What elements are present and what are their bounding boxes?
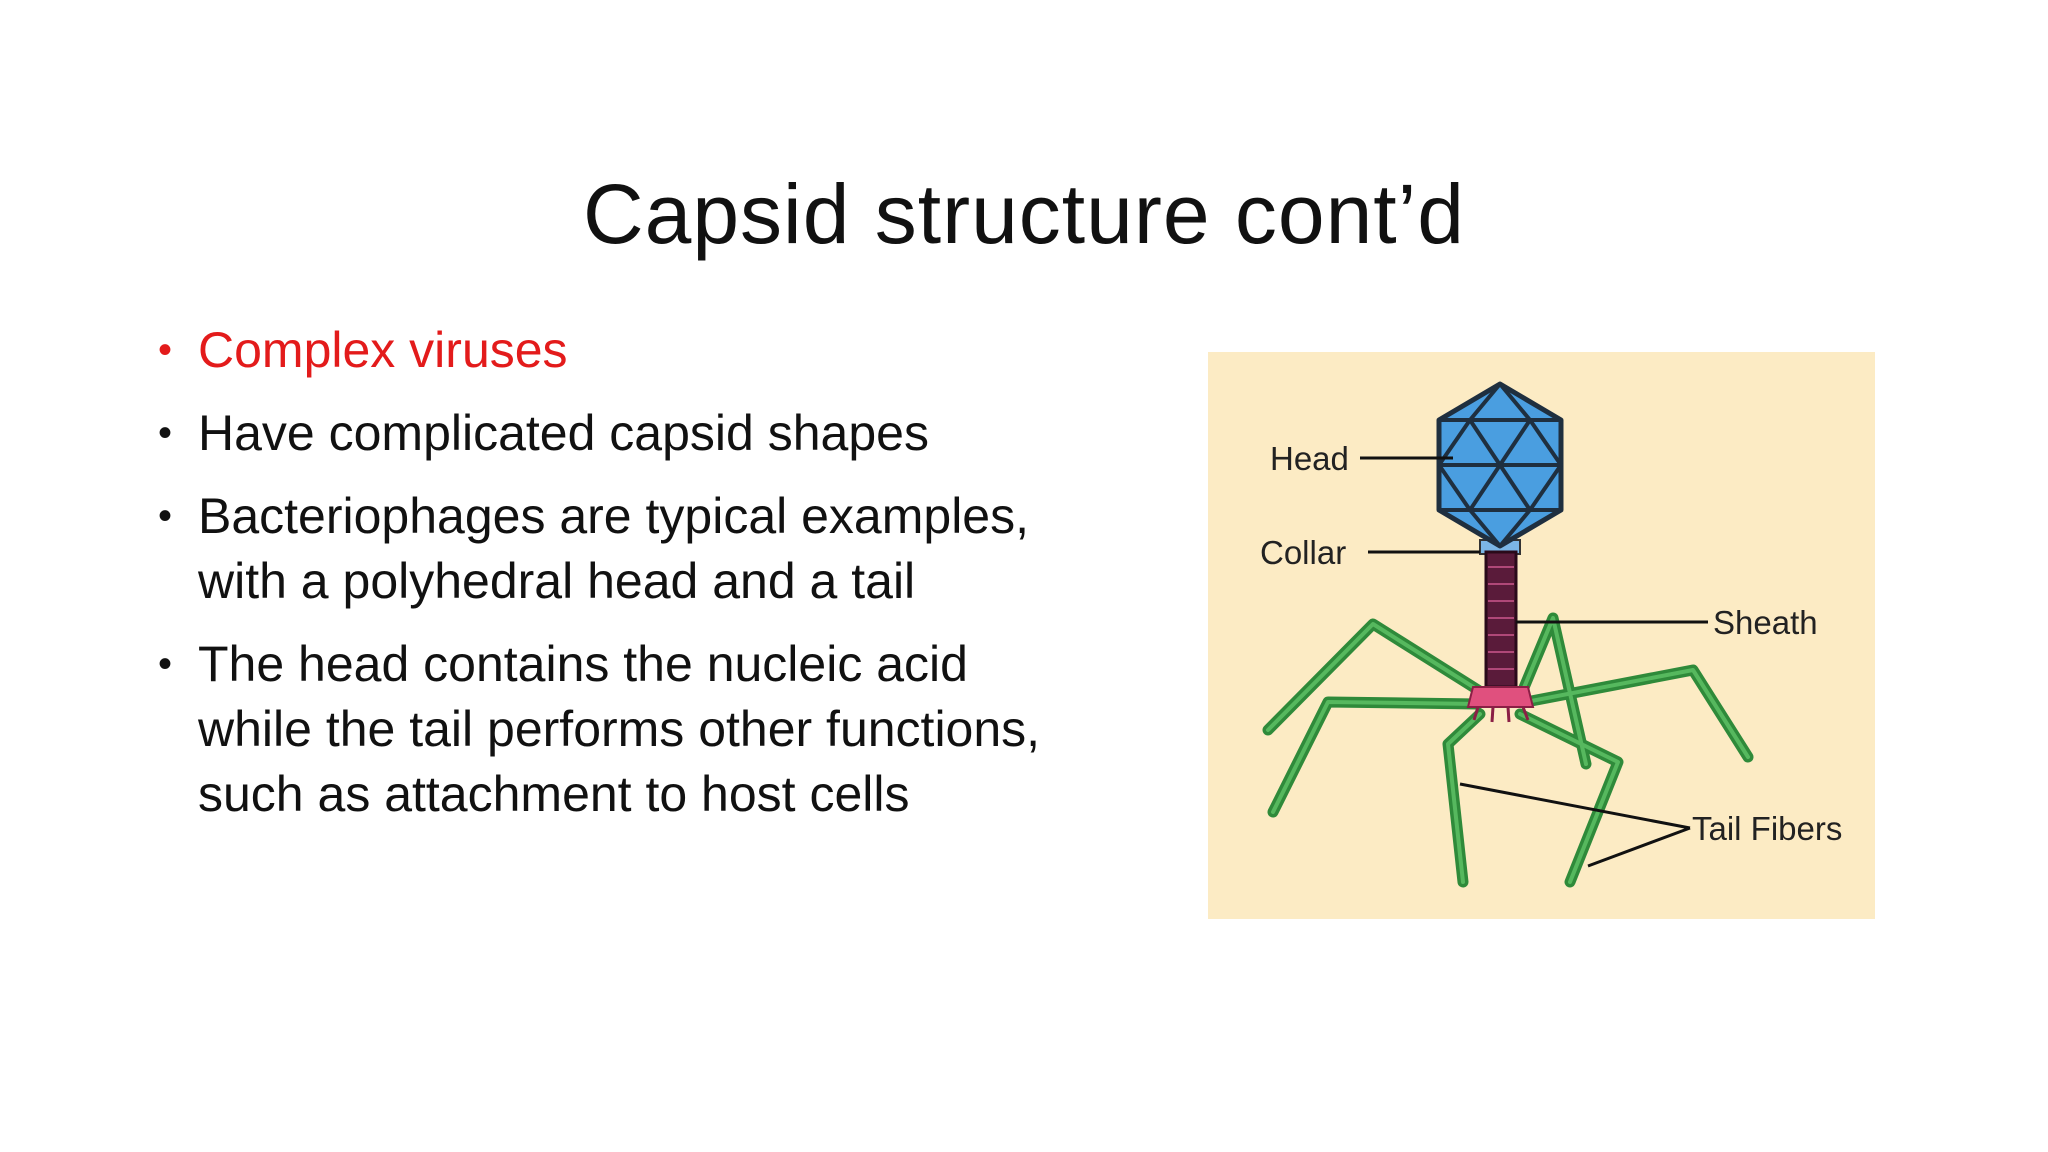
tail-fibers-leader-2	[1587, 826, 1691, 868]
sheath	[1484, 550, 1518, 689]
tail-fibers-leader-1	[1459, 782, 1691, 830]
bacteriophage-diagram: Head Collar Sheath Tail Fibers	[1260, 381, 1842, 888]
bullet-item: • Have complicated capsid shapes	[158, 401, 1058, 466]
tail-fibers-highlight	[1266, 616, 1750, 884]
tail-fiber-right-lower	[1520, 664, 1754, 763]
bullet-list: • Complex viruses • Have complicated cap…	[158, 318, 1058, 845]
bullet-symbol: •	[158, 642, 173, 686]
head-label: Head	[1270, 440, 1349, 477]
tail-fibers-label: Tail Fibers	[1692, 810, 1842, 847]
bullet-text: Have complicated capsid shapes	[198, 405, 929, 461]
bullet-text: The head contains the nucleic acid while…	[198, 636, 1041, 822]
collar-label: Collar	[1260, 534, 1346, 571]
bacteriophage-figure: Head Collar Sheath Tail Fibers	[1208, 352, 1875, 919]
capsid-head	[1436, 381, 1564, 549]
bullet-symbol: •	[158, 411, 173, 455]
bullet-symbol: •	[158, 494, 173, 538]
bullet-item: • Bacteriophages are typical examples, w…	[158, 484, 1058, 614]
tail-fiber-left-upper	[1262, 618, 1484, 736]
base-plate-spikes	[1472, 706, 1530, 723]
bullet-item: • The head contains the nucleic acid whi…	[158, 632, 1058, 827]
sheath-label: Sheath	[1713, 604, 1818, 641]
bullet-symbol: •	[158, 328, 173, 372]
bullet-text: Bacteriophages are typical examples, wit…	[198, 488, 1030, 609]
sheath-rings	[1488, 566, 1514, 670]
base-plate	[1466, 686, 1535, 708]
leader-lines	[1360, 456, 1708, 868]
bullet-item: • Complex viruses	[158, 318, 1058, 383]
bullet-text: Complex viruses	[198, 322, 568, 378]
slide-title: Capsid structure cont’d	[582, 167, 1466, 262]
